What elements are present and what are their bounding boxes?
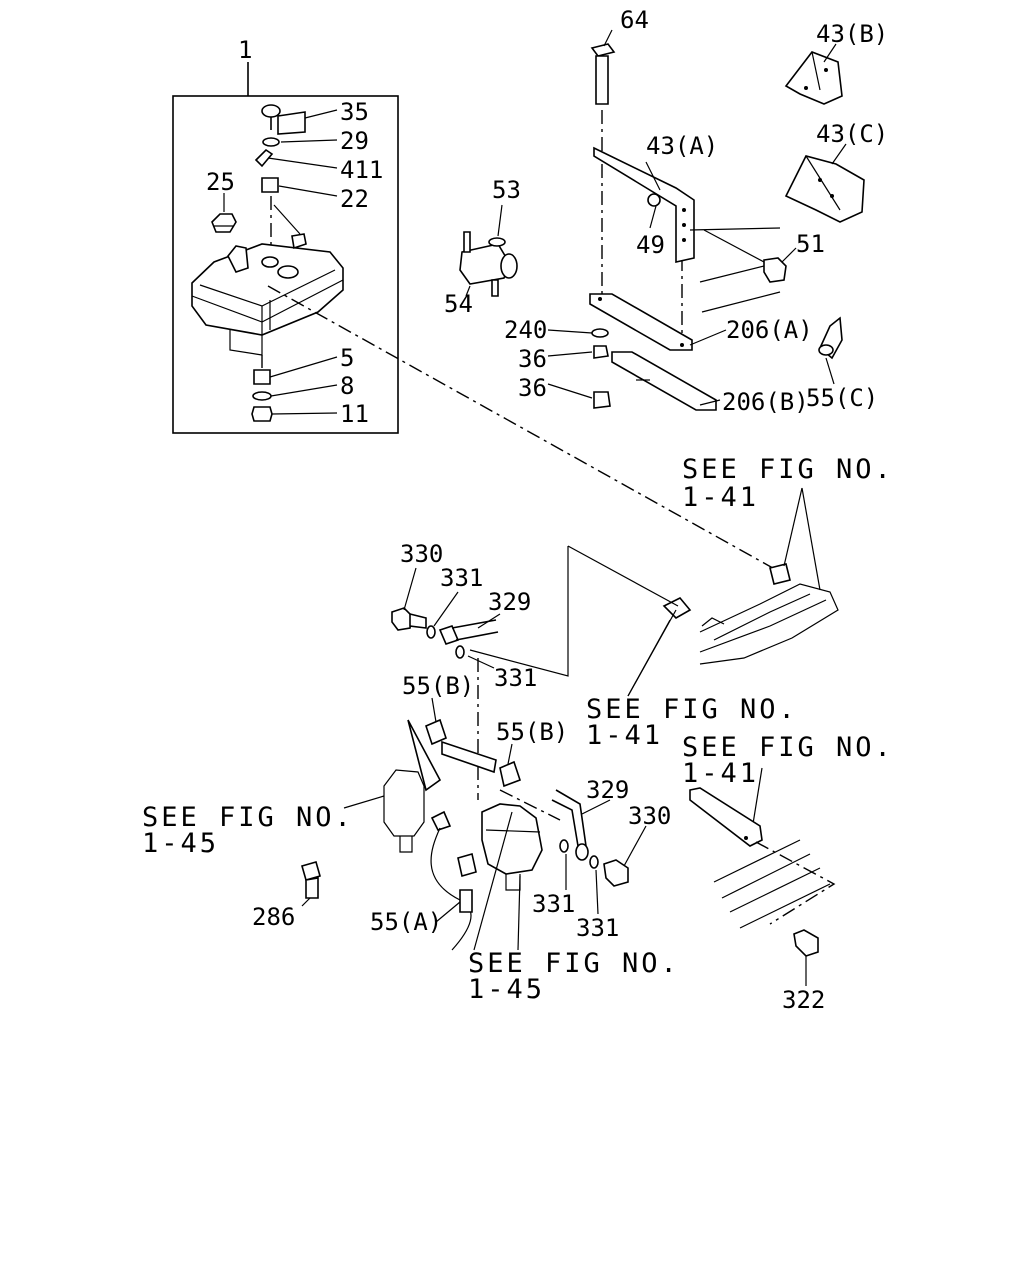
fuel-filter-left[interactable] bbox=[383, 769, 452, 853]
washer-8[interactable] bbox=[252, 391, 272, 401]
svg-text:SEE FIG NO.: SEE FIG NO. bbox=[468, 948, 680, 979]
plate-206a[interactable] bbox=[589, 293, 693, 351]
washer-240[interactable] bbox=[591, 328, 609, 338]
reference-1-45-a: SEE FIG NO. 1-45 bbox=[142, 802, 354, 859]
callout-286: 286 bbox=[252, 903, 295, 931]
svg-text:1-41: 1-41 bbox=[682, 758, 759, 789]
svg-text:1-41: 1-41 bbox=[586, 720, 663, 751]
callout-331c: 331 bbox=[532, 890, 575, 918]
callout-51: 51 bbox=[796, 230, 825, 258]
tank-group: 1 35 29 411 22 25 5 8 11 bbox=[172, 36, 399, 434]
callout-43c: 43(C) bbox=[816, 120, 888, 148]
svg-text:SEE FIG NO.: SEE FIG NO. bbox=[682, 732, 894, 763]
bracket-43a[interactable] bbox=[593, 146, 695, 263]
callout-35: 35 bbox=[340, 98, 369, 126]
plate-206b[interactable] bbox=[611, 351, 717, 411]
clamp-55ba[interactable] bbox=[425, 718, 447, 746]
callout-240: 240 bbox=[504, 316, 547, 344]
hose-329b[interactable] bbox=[551, 789, 589, 861]
svg-text:1-45: 1-45 bbox=[142, 828, 219, 859]
pump-54[interactable] bbox=[459, 231, 518, 297]
bolt-330b[interactable] bbox=[603, 859, 629, 887]
nut-36b[interactable] bbox=[593, 391, 611, 409]
nut-36a[interactable] bbox=[593, 345, 609, 359]
callout-55ba: 55(B) bbox=[402, 672, 474, 700]
callout-36b: 36 bbox=[518, 374, 547, 402]
callout-8: 8 bbox=[340, 372, 354, 400]
washer-53[interactable] bbox=[488, 237, 506, 247]
svg-text:SEE FIG NO.: SEE FIG NO. bbox=[142, 802, 354, 833]
bolt-330a[interactable] bbox=[391, 607, 427, 631]
callout-330a: 330 bbox=[400, 540, 443, 568]
bolt-322[interactable] bbox=[793, 929, 819, 957]
callout-330b: 330 bbox=[628, 802, 671, 830]
callout-29: 29 bbox=[340, 127, 369, 155]
callout-22: 22 bbox=[340, 185, 369, 213]
hose-329a[interactable] bbox=[438, 619, 499, 645]
callout-53: 53 bbox=[492, 176, 521, 204]
washer-29[interactable] bbox=[262, 137, 280, 147]
bolt-286[interactable] bbox=[301, 861, 321, 899]
bracket-43c[interactable] bbox=[784, 155, 865, 223]
callout-1: 1 bbox=[238, 36, 252, 64]
callout-331b: 331 bbox=[494, 664, 537, 692]
callout-25: 25 bbox=[206, 168, 235, 196]
part-5[interactable] bbox=[253, 369, 271, 385]
bolt-35[interactable] bbox=[261, 104, 306, 135]
cap-25[interactable] bbox=[211, 213, 237, 233]
callout-55bb: 55(B) bbox=[496, 718, 568, 746]
hose-lower bbox=[441, 740, 497, 774]
svg-text:SEE FIG NO.: SEE FIG NO. bbox=[586, 694, 798, 725]
reference-1-41-a: SEE FIG NO. 1-41 bbox=[682, 454, 894, 513]
bolt-64[interactable] bbox=[590, 43, 616, 105]
callout-329b: 329 bbox=[586, 776, 629, 804]
callout-322: 322 bbox=[782, 986, 825, 1014]
callout-331a: 331 bbox=[440, 564, 483, 592]
reference-1-41-b: SEE FIG NO. 1-41 bbox=[586, 694, 798, 751]
nut-11[interactable] bbox=[251, 406, 273, 422]
fuel-filter-right[interactable] bbox=[481, 803, 543, 891]
frame-section bbox=[662, 563, 839, 665]
callout-55a: 55(A) bbox=[370, 908, 442, 936]
bracket-assembly: 64 43(A) 49 51 240 36 36 206(A) 206(B) bbox=[504, 6, 825, 416]
callout-43b: 43(B) bbox=[816, 20, 888, 48]
callout-54: 54 bbox=[444, 290, 473, 318]
fitting-22[interactable] bbox=[261, 177, 279, 193]
washer-331c[interactable] bbox=[559, 839, 569, 853]
callout-49: 49 bbox=[636, 231, 665, 259]
clamp-55c[interactable] bbox=[818, 316, 843, 360]
callout-411: 411 bbox=[340, 156, 383, 184]
pointer-marker bbox=[407, 719, 442, 792]
bolt-51[interactable] bbox=[763, 257, 787, 283]
callout-5: 5 bbox=[340, 344, 354, 372]
washer-331b[interactable] bbox=[455, 645, 465, 659]
callout-64: 64 bbox=[620, 6, 649, 34]
reservoir-tank[interactable] bbox=[191, 204, 344, 356]
callout-329a: 329 bbox=[488, 588, 531, 616]
callout-11: 11 bbox=[340, 400, 369, 428]
svg-text:SEE FIG NO.: SEE FIG NO. bbox=[682, 454, 894, 485]
reference-1-45-b: SEE FIG NO. 1-45 bbox=[468, 948, 680, 1005]
tank-group-frame bbox=[172, 95, 399, 434]
callout-331d: 331 bbox=[576, 914, 619, 942]
svg-text:1-41: 1-41 bbox=[682, 482, 759, 513]
washer-331d[interactable] bbox=[589, 855, 599, 869]
callout-43a: 43(A) bbox=[646, 132, 718, 160]
reference-1-41-c: SEE FIG NO. 1-41 bbox=[682, 732, 894, 789]
callout-36a: 36 bbox=[518, 345, 547, 373]
fitting-55a[interactable] bbox=[457, 852, 477, 913]
clamp-55bb[interactable] bbox=[499, 760, 522, 788]
svg-text:1-45: 1-45 bbox=[468, 974, 545, 1005]
clip-411[interactable] bbox=[254, 148, 274, 168]
bracket-43b[interactable] bbox=[784, 51, 843, 105]
washer-331a[interactable] bbox=[426, 625, 436, 639]
callout-55c: 55(C) bbox=[806, 384, 878, 412]
callout-206a: 206(A) bbox=[726, 316, 813, 344]
frame-lower bbox=[689, 787, 831, 929]
callout-206b: 206(B) bbox=[722, 388, 809, 416]
